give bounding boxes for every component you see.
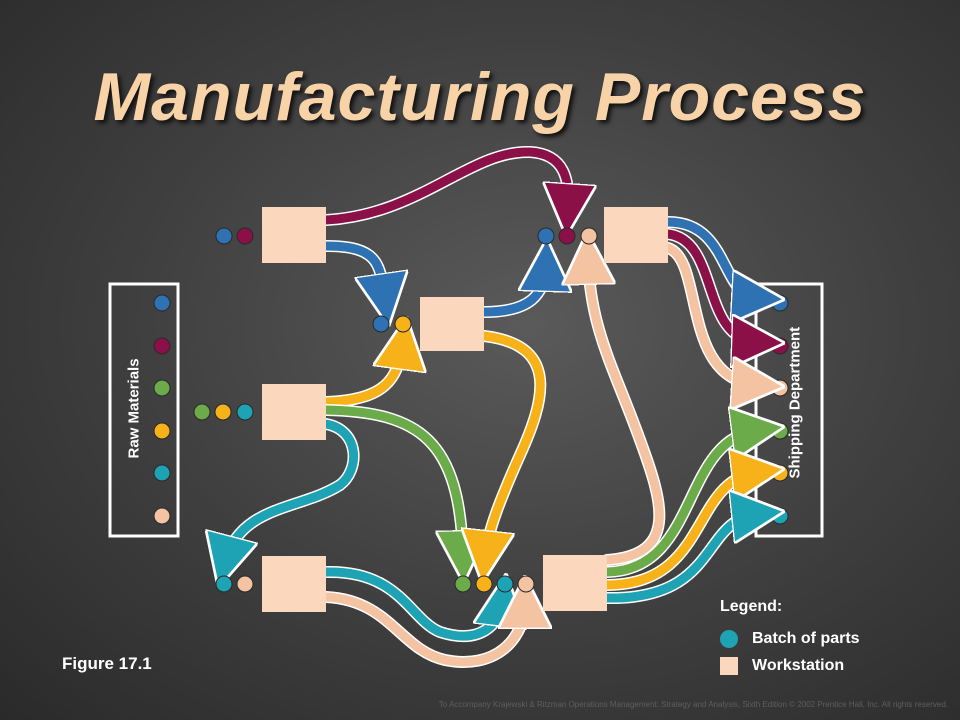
raw-material-batches	[153, 294, 171, 525]
queue-ws1-blue	[215, 227, 233, 245]
flow-blue-ws1-ws2	[321, 241, 385, 300]
flow-maroon-ws4-ship	[663, 229, 758, 342]
figure-label: Figure 17.1	[62, 654, 152, 673]
batch-maroon	[153, 337, 171, 355]
queue-ws1-maroon	[236, 227, 254, 245]
legend-workstation: Workstation	[720, 657, 844, 675]
shipped-teal	[771, 507, 789, 525]
copyright-footer: To Accompany Krajewski & Ritzman Operati…	[438, 700, 948, 709]
raw-materials-box	[108, 282, 180, 538]
workstation-3	[262, 384, 326, 440]
flow-orange-ws3-ws2	[321, 343, 403, 407]
workstation-5	[262, 556, 326, 612]
flow-green-ws3-ws6	[321, 405, 463, 557]
queue-ws4-maroon	[558, 227, 576, 245]
batch-orange	[153, 422, 171, 440]
flow-maroon-ws1-ws4	[321, 147, 568, 220]
legend-batch: Batch of parts	[720, 630, 860, 648]
queue-ws4-peach	[580, 227, 598, 245]
raw-materials-label: Raw Materials	[125, 358, 143, 459]
queue-ws6-teal	[496, 575, 514, 593]
queue-ws5-peach	[236, 575, 254, 593]
legend-workstation-label: Workstation	[752, 657, 845, 674]
flow-orange-ws6-ship	[602, 472, 758, 590]
queue-ws2-orange	[394, 315, 412, 333]
flow-green-ws6-ship	[602, 430, 758, 577]
workstation-1	[262, 207, 326, 263]
queue-ws6-peach	[517, 575, 535, 593]
queue-ws4-blue	[537, 227, 555, 245]
queue-ws2-blue	[372, 315, 390, 333]
shipping-department-label: Shipping Department	[786, 326, 804, 479]
batch-blue	[153, 294, 171, 312]
workstations	[262, 207, 668, 612]
workstation-swatch-icon	[720, 657, 738, 675]
flow-blue-ws4-ship	[663, 217, 758, 298]
page-title: Manufacturing Process	[93, 59, 867, 135]
legend-title: Legend:	[720, 598, 783, 615]
flow-teal-ws6-ship	[602, 514, 758, 603]
batch-swatch-icon	[720, 630, 738, 648]
flow-teal-ws5-ws6	[321, 567, 503, 641]
flow-peach-ws5-ws6	[321, 597, 525, 667]
queue-ws6-green	[454, 575, 472, 593]
batch-green	[153, 379, 171, 397]
workstation-6	[543, 555, 607, 611]
batch-peach	[153, 507, 171, 525]
flow-peach-ws4-ship	[663, 243, 758, 385]
flow-blue-ws2-ws4	[479, 265, 546, 317]
workstation-2	[420, 297, 484, 351]
queue-ws3-teal	[236, 403, 254, 421]
workstation-4	[604, 207, 668, 263]
flow-peach-ws6-ws4	[588, 258, 664, 565]
batch-teal	[153, 464, 171, 482]
queue-ws5-teal	[215, 575, 233, 593]
flow-orange-ws2-ws6	[484, 331, 545, 557]
queue-ws3-orange	[214, 403, 232, 421]
flow-teal-ws3-ws5	[225, 419, 359, 562]
flow-arrows	[225, 145, 758, 668]
shipped-blue	[771, 294, 789, 312]
legend-batch-label: Batch of parts	[752, 630, 860, 647]
queued-batches	[193, 227, 598, 593]
queue-ws3-green	[193, 403, 211, 421]
queue-ws6-orange	[475, 575, 493, 593]
